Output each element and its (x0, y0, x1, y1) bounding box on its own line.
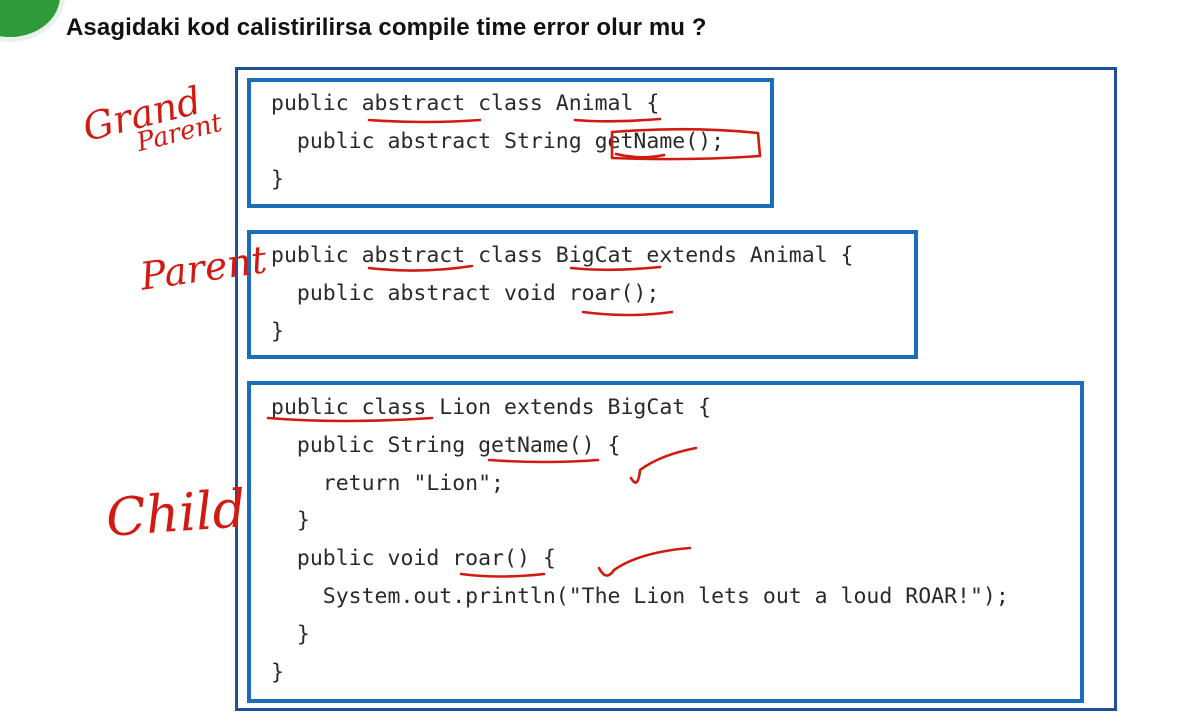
code-line: return "Lion"; (271, 471, 504, 496)
code-line: } (271, 319, 284, 344)
code-line: public abstract void roar(); (271, 281, 660, 306)
annotation-child: Child (104, 479, 248, 549)
code-line: public void roar() { (271, 546, 556, 571)
code-line: } (271, 167, 284, 192)
question-title: Asagidaki kod calistirilirsa compile tim… (66, 14, 707, 41)
code-box-bigcat (247, 230, 918, 359)
code-line: public abstract class Animal { (271, 91, 660, 116)
code-box-lion (247, 381, 1084, 703)
code-line: System.out.println("The Lion lets out a … (271, 584, 1009, 609)
logo-badge (0, 0, 60, 37)
code-line: public class Lion extends BigCat { (271, 395, 712, 420)
code-line: } (271, 508, 310, 533)
code-line: } (271, 660, 284, 685)
outer-frame (235, 67, 1117, 711)
code-line: } (271, 622, 310, 647)
code-line: public abstract String getName(); (271, 129, 725, 154)
code-line: public String getName() { (271, 433, 621, 458)
code-line: public abstract class BigCat extends Ani… (271, 243, 854, 268)
